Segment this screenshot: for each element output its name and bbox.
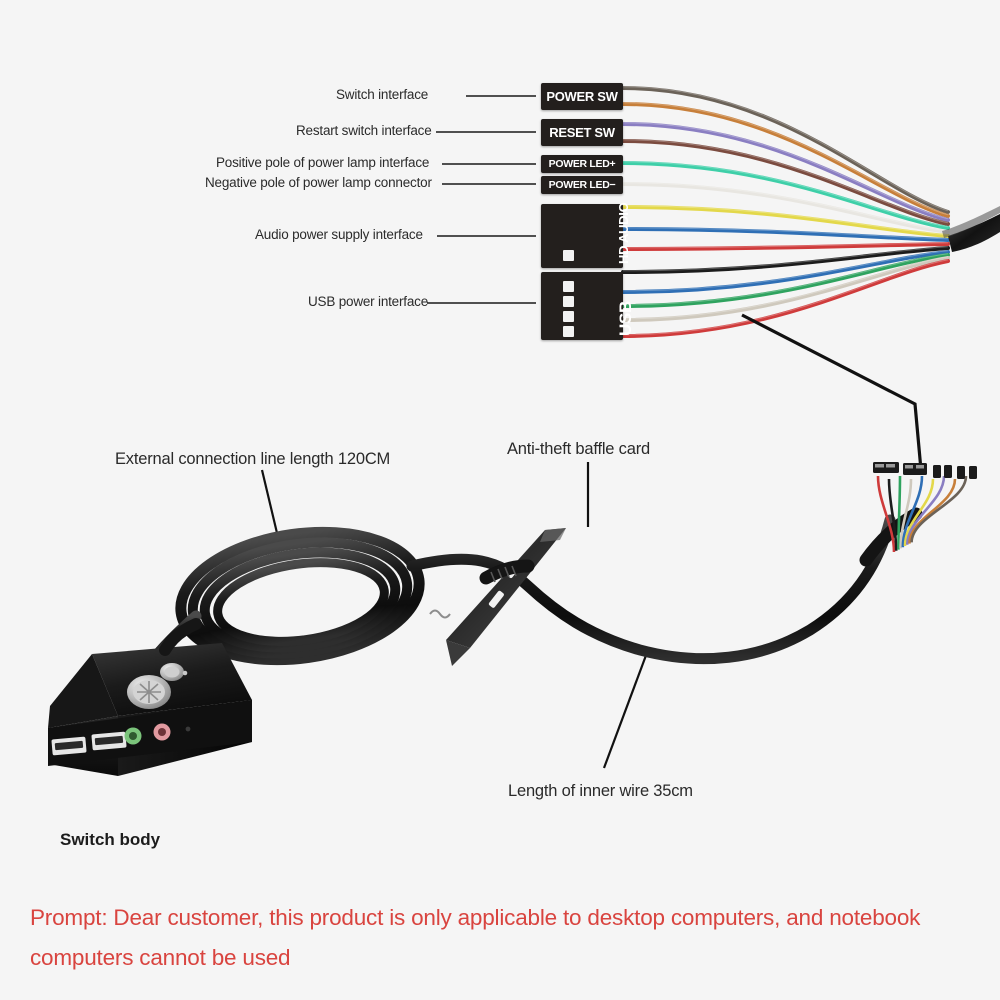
status-led <box>185 726 191 732</box>
connector-power-led-neg: POWER LED− <box>541 176 623 194</box>
label-inner-wire-length: Length of inner wire 35cm <box>508 782 693 800</box>
connector-label-power-sw: POWER SW <box>546 89 618 104</box>
ribbon-wire-highlight <box>622 250 949 292</box>
ribbon-wire <box>621 182 950 234</box>
connector-pin <box>563 281 574 292</box>
label-external-line-length: External connection line length 120CM <box>115 450 391 468</box>
callout-audio-power-supply: Audio power supply interface <box>255 227 423 242</box>
wire-ribbon <box>621 86 950 338</box>
leader-line-external-length <box>260 469 279 534</box>
callout-switch-interface: Switch interface <box>336 87 429 102</box>
ribbon-wire <box>621 205 950 238</box>
connector-pin <box>563 311 574 322</box>
callout-restart-switch: Restart switch interface <box>296 123 432 138</box>
header-leads <box>876 475 968 553</box>
ribbon-wire <box>621 246 950 274</box>
ribbon-wire-highlight <box>622 86 949 212</box>
header-lead <box>897 475 902 550</box>
reset-button[interactable] <box>160 663 188 681</box>
connector-pin <box>563 250 574 261</box>
header-lead <box>899 478 913 549</box>
ribbon-wire <box>621 227 950 242</box>
header-lead <box>901 475 924 548</box>
prompt-warning-text: Prompt: Dear customer, this product is o… <box>30 905 921 970</box>
callout-power-lamp-negative: Negative pole of power lamp connector <box>205 175 432 190</box>
ribbon-wire <box>621 102 950 218</box>
connector-power-sw: POWER SW <box>541 83 623 110</box>
ribbon-wire <box>621 250 950 294</box>
callout-power-lamp-positive: Positive pole of power lamp interface <box>216 155 430 170</box>
ribbon-wire <box>621 259 950 338</box>
ribbon-wire <box>621 139 950 226</box>
connector-reset-sw: RESET SW <box>541 119 623 146</box>
ribbon-wire-highlight <box>622 256 949 320</box>
header-lead <box>887 478 898 551</box>
connector-label-hd-audio: HD AUDIO <box>616 202 631 264</box>
ribbon-wire-highlight <box>622 227 949 240</box>
ribbon-wire <box>621 86 950 214</box>
ribbon-wire-highlight <box>622 161 949 228</box>
audio-out-jack <box>124 727 142 745</box>
cable-sheath-upper <box>942 206 1000 252</box>
connector-label-usb: USB <box>616 301 635 336</box>
leader-line-to-header <box>741 313 923 471</box>
cable-strain-relief <box>479 559 535 585</box>
ribbon-wire <box>621 122 950 222</box>
ribbon-wire-highlight <box>622 139 949 224</box>
power-button[interactable] <box>127 675 171 709</box>
ribbon-wire-highlight <box>622 253 949 306</box>
switch-body-label: Switch body <box>60 830 161 849</box>
connector-pin <box>563 296 574 307</box>
label-anti-theft-baffle: Anti-theft baffle card <box>507 440 650 458</box>
usb-port-1 <box>51 736 87 756</box>
switch-body-device <box>48 618 252 776</box>
connector-pin <box>563 326 574 337</box>
header-lead <box>903 478 935 547</box>
ribbon-wire-highlight <box>622 205 949 236</box>
connector-hd-audio: HD AUDIO <box>541 203 631 268</box>
ribbon-wire-highlight <box>622 242 949 249</box>
connector-label-power-led-neg: POWER LED− <box>548 179 616 191</box>
connector-label-reset-sw: RESET SW <box>549 125 615 140</box>
motherboard-header-assembly <box>859 462 977 567</box>
ribbon-wire-highlight <box>622 182 949 232</box>
ribbon-wire <box>621 253 950 308</box>
ribbon-wire-highlight <box>622 122 949 220</box>
ribbon-wire <box>621 256 950 322</box>
ribbon-wire-highlight <box>622 246 949 272</box>
ribbon-wire <box>621 242 950 251</box>
header-lead <box>876 475 896 553</box>
connector-power-led-pos: POWER LED+ <box>541 155 623 173</box>
ribbon-wire-highlight <box>622 259 949 336</box>
callout-usb-power: USB power interface <box>308 294 429 309</box>
mic-in-jack <box>153 723 171 741</box>
connector-label-power-led-pos: POWER LED+ <box>548 158 616 170</box>
usb-port-2 <box>91 731 127 751</box>
header-lead <box>905 475 946 545</box>
header-shells <box>873 462 977 479</box>
leader-line-inner-wire <box>602 649 650 769</box>
connector-usb: USB <box>541 272 635 340</box>
header-lead <box>910 475 968 543</box>
ribbon-wire-highlight <box>622 102 949 216</box>
ribbon-wire <box>621 161 950 230</box>
header-lead <box>908 478 957 544</box>
